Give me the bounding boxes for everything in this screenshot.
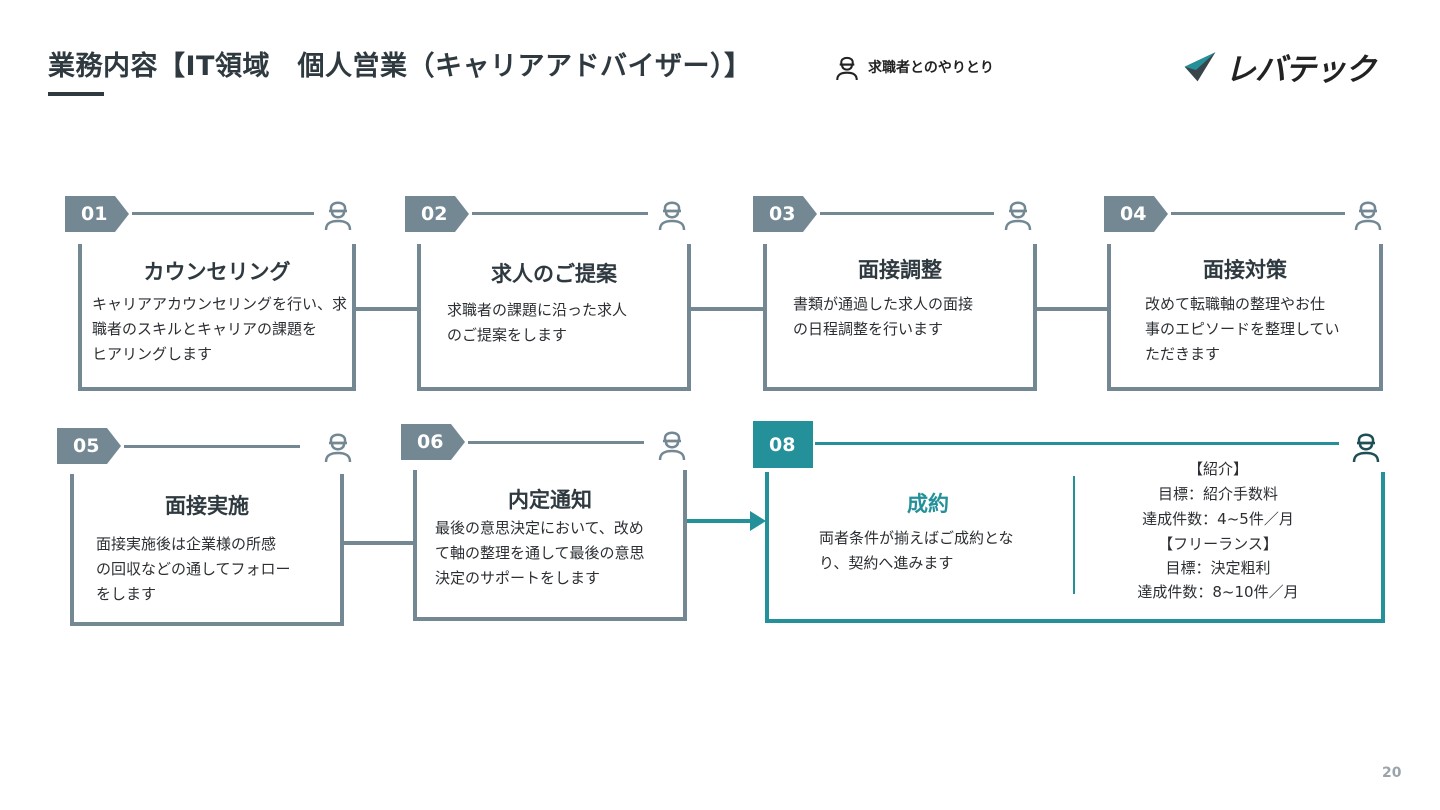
divider xyxy=(1073,476,1075,594)
step-number-badge: 01 xyxy=(65,196,129,232)
connector xyxy=(688,307,766,311)
step-number-badge: 06 xyxy=(401,424,465,460)
logo-text: レバテック xyxy=(1225,51,1376,88)
connector xyxy=(340,541,416,545)
person-icon xyxy=(324,201,352,231)
description-line: 事のエピソードを整理してい xyxy=(1145,320,1340,338)
connector xyxy=(352,307,420,311)
step-number-badge: 05 xyxy=(57,428,121,464)
step-header-line xyxy=(132,212,314,215)
person-icon xyxy=(658,201,686,231)
step-description: 両者条件が揃えばご成約とな り、契約へ進みます xyxy=(819,526,1014,576)
page-title: 業務内容【IT領域 個人営業（キャリアアドバイザー）】 xyxy=(48,51,752,82)
step-number-badge: 04 xyxy=(1104,196,1168,232)
step-header-line xyxy=(820,212,994,215)
description-line: をします xyxy=(96,585,157,603)
arrow-head xyxy=(750,511,766,531)
check-mark-logo-icon xyxy=(1184,52,1216,82)
step-card: 内定通知 最後の意思決定において、改め て軸の整理を通して最後の意思 決定のサポ… xyxy=(413,470,687,621)
step-number-badge: 08 xyxy=(753,421,813,468)
step-card: 面接対策 改めて転職軸の整理やお仕 事のエピソードを整理してい ただきます xyxy=(1107,244,1383,391)
step-title: 面接対策 xyxy=(1203,258,1287,282)
step-header-line xyxy=(815,442,1339,445)
step-card-final: 成約 両者条件が揃えばご成約とな り、契約へ進みます xyxy=(765,472,1385,623)
detail-line: 目標：紹介手数料 xyxy=(1157,485,1278,503)
description-line: 書類が通過した求人の面接 xyxy=(793,295,974,313)
step-title: 成約 xyxy=(907,492,949,516)
legend: 求職者とのやりとり xyxy=(834,52,994,82)
step-header-line xyxy=(1171,212,1345,215)
description-line: 改めて転職軸の整理やお仕 xyxy=(1145,295,1326,313)
step-description: 求職者の課題に沿った求人 のご提案をします xyxy=(447,298,627,348)
description-line: て軸の整理を通して最後の意思 xyxy=(435,544,645,562)
description-line: の日程調整を行います xyxy=(793,320,944,338)
company-logo: レバテック xyxy=(1183,44,1376,88)
description-line: 面接実施後は企業様の所感 xyxy=(96,535,277,553)
description-line: 両者条件が揃えばご成約とな xyxy=(819,529,1014,547)
step-title: 面接調整 xyxy=(858,258,942,282)
title-underline xyxy=(48,92,104,96)
detail-line: 達成件数：4~5件／月 xyxy=(1142,510,1294,528)
detail-line: 目標：決定粗利 xyxy=(1165,559,1271,577)
step-header-line xyxy=(472,212,648,215)
detail-line: 【フリーランス】 xyxy=(1158,535,1278,553)
description-line: 求職者の課題に沿った求人 xyxy=(447,301,628,319)
step-number-badge: 02 xyxy=(405,196,469,232)
person-icon xyxy=(658,431,686,461)
step-description: 改めて転職軸の整理やお仕 事のエピソードを整理してい ただきます xyxy=(1145,292,1340,367)
step-description: 書類が通過した求人の面接 の日程調整を行います xyxy=(793,292,973,342)
step-title: 内定通知 xyxy=(508,488,592,512)
description-line: ただきます xyxy=(1145,345,1221,363)
step-title: カウンセリング xyxy=(143,260,291,284)
detail-line: 【紹介】 xyxy=(1187,460,1248,478)
description-line: り、契約へ進みます xyxy=(819,554,954,572)
step-card: 面接実施 面接実施後は企業様の所感 の回収などの通してフォロー をします xyxy=(70,474,344,626)
step-description: 最後の意思決定において、改め て軸の整理を通して最後の意思 決定のサポートをしま… xyxy=(435,516,645,591)
person-icon xyxy=(836,56,858,81)
arrow-connector xyxy=(684,519,752,523)
step-card: カウンセリング キャリアアカウンセリングを行い、求 職者のスキルとキャリアの課題… xyxy=(78,244,356,391)
step-description: キャリアアカウンセリングを行い、求 職者のスキルとキャリアの課題を ヒアリングし… xyxy=(92,292,347,367)
step-title: 面接実施 xyxy=(165,494,249,518)
page-number: 20 xyxy=(1382,765,1402,781)
description-line: 最後の意思決定において、改め xyxy=(435,519,644,537)
description-line: キャリアアカウンセリングを行い、求 xyxy=(92,295,348,313)
step-title: 求人のご提案 xyxy=(491,262,617,286)
description-line: 決定のサポートをします xyxy=(435,569,601,587)
legend-label: 求職者とのやりとり xyxy=(868,60,994,76)
step-card: 求人のご提案 求職者の課題に沿った求人 のご提案をします xyxy=(417,244,691,391)
description-line: ヒアリングします xyxy=(92,345,213,363)
person-icon xyxy=(1004,201,1032,231)
step-header-line xyxy=(468,441,644,444)
person-icon xyxy=(324,433,352,463)
description-line: の回収などの通してフォロー xyxy=(96,560,291,578)
detail-line: 達成件数：8~10件／月 xyxy=(1137,583,1299,601)
step-description: 面接実施後は企業様の所感 の回収などの通してフォロー をします xyxy=(96,532,291,607)
connector xyxy=(1034,307,1110,311)
description-line: 職者のスキルとキャリアの課題を xyxy=(92,320,318,338)
person-icon xyxy=(1354,201,1382,231)
step-number-badge: 03 xyxy=(753,196,817,232)
person-icon xyxy=(1352,433,1380,463)
step-header-line xyxy=(124,445,300,448)
description-line: のご提案をします xyxy=(447,326,568,344)
step-card: 面接調整 書類が通過した求人の面接 の日程調整を行います xyxy=(763,244,1037,391)
